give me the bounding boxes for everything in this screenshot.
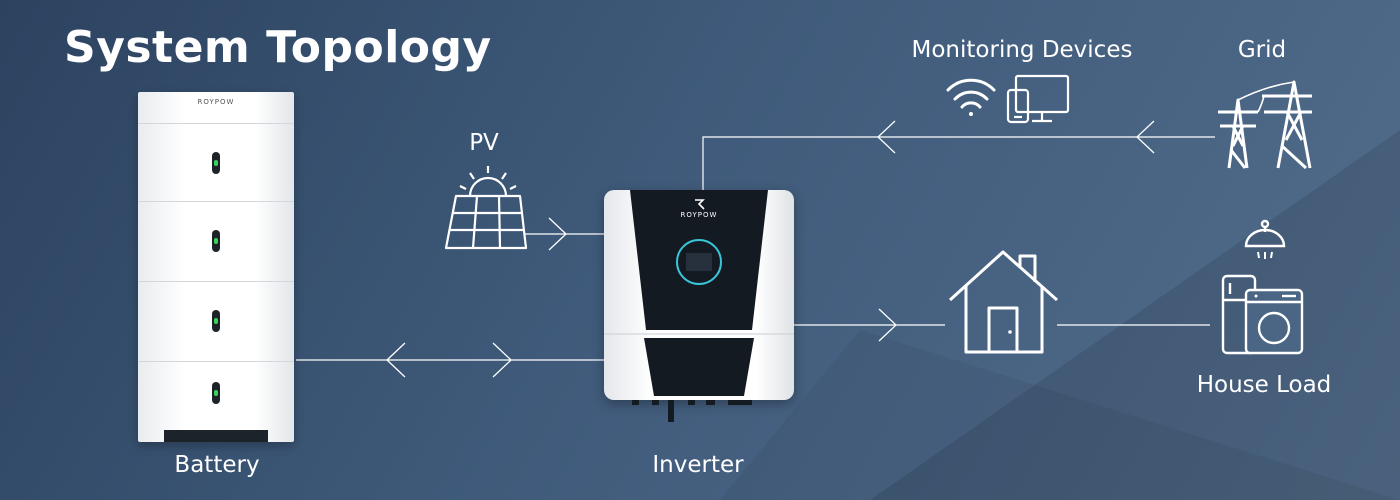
inverter-brand: ROYPOW <box>680 211 718 219</box>
battery-led <box>212 310 220 332</box>
phone-icon <box>1006 88 1030 124</box>
battery-module <box>138 282 294 362</box>
battery-brand: ROYPOW <box>197 98 235 106</box>
battery-module <box>138 202 294 282</box>
monitor-icon <box>1014 74 1070 123</box>
battery-led <box>212 382 220 404</box>
inverter-unit: ROYPOW <box>604 190 794 400</box>
pv-label: PV <box>469 130 499 156</box>
arrow-right <box>878 308 897 342</box>
wifi-icon <box>946 78 996 116</box>
washing-machine-icon <box>1244 288 1304 355</box>
ceiling-lamp-icon <box>1244 219 1286 259</box>
arrow-right <box>492 342 512 378</box>
battery-led <box>212 152 220 174</box>
battery-unit: ROYPOW <box>138 92 294 442</box>
arrow-left <box>1136 120 1155 154</box>
monitoring-label: Monitoring Devices <box>911 37 1133 63</box>
battery-led <box>212 230 220 252</box>
arrow-left <box>386 342 406 378</box>
battery-label: Battery <box>174 452 260 478</box>
battery-cap <box>138 92 294 124</box>
inverter-front-panel <box>604 190 794 396</box>
arrow-left <box>877 120 896 154</box>
inverter-label: Inverter <box>652 452 744 478</box>
battery-base <box>164 430 268 442</box>
battery-module <box>138 124 294 202</box>
arrow-right <box>548 217 567 251</box>
house-load-label: House Load <box>1196 372 1332 398</box>
battery-module <box>138 362 294 430</box>
grid-label: Grid <box>1237 37 1287 63</box>
page-title: System Topology <box>64 22 492 73</box>
